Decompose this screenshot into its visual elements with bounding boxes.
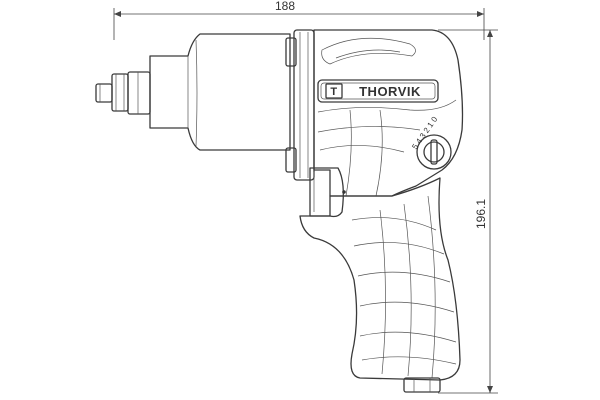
pistol-grip xyxy=(299,177,461,381)
width-dimension: 188 xyxy=(113,0,485,40)
brand-plate: T THORVIK xyxy=(317,79,439,103)
height-dimension-value: 196.1 xyxy=(474,199,488,229)
motor-housing xyxy=(313,29,464,197)
brand-name: THORVIK xyxy=(359,84,421,99)
hammer-case xyxy=(149,33,291,151)
height-dimension: 196.1 xyxy=(438,29,498,394)
thorvik-logo-icon: T xyxy=(325,83,343,99)
square-drive xyxy=(95,71,151,115)
width-dimension-value: 188 xyxy=(275,0,295,13)
power-regulator-dial: 5 4 3 2 1 0 xyxy=(410,115,452,170)
front-flange xyxy=(285,29,315,181)
air-inlet-fitting xyxy=(403,377,441,393)
trigger xyxy=(309,167,346,218)
svg-text:T: T xyxy=(330,86,337,98)
power-dial-scale: 5 4 3 2 1 0 xyxy=(410,115,439,152)
